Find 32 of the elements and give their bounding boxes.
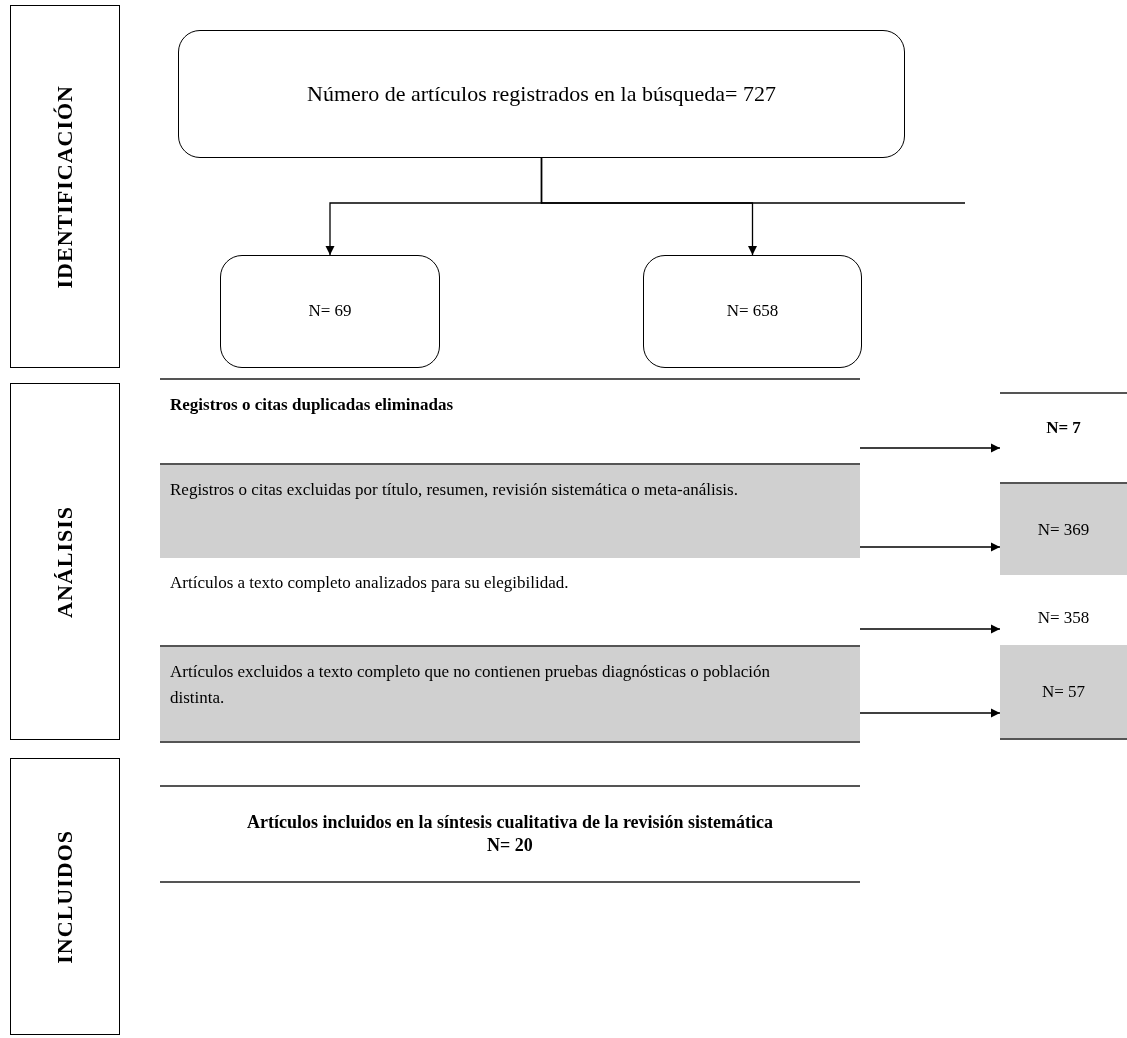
- result-text: Artículos incluidos en la síntesis cualitativa de la revisión sistemática: [246, 810, 774, 834]
- arrow: [859, 624, 1001, 634]
- result-box: [160, 785, 860, 883]
- box-text: Número de artículos registrados en la búsqueda= 727: [307, 79, 776, 108]
- arrow: [859, 443, 1001, 453]
- count-box: [1000, 482, 1127, 575]
- process-box: [220, 255, 440, 368]
- step-row: [160, 645, 860, 743]
- step-text: Artículos excluidos a texto completo que no contienen pruebas diagnósticas o población distinta.: [170, 661, 772, 710]
- count-text: N= 358: [1037, 607, 1090, 628]
- process-box: [643, 255, 862, 368]
- count-text: N= 7: [1046, 418, 1081, 438]
- box-text: N= 658: [726, 300, 779, 323]
- arrow: [859, 708, 1001, 718]
- count-text: N= 57: [1041, 681, 1086, 702]
- process-box: [178, 30, 905, 158]
- box-text: N= 69: [308, 300, 352, 323]
- stage-label: INCLUIDOS: [52, 829, 78, 964]
- step-text: Registros o citas duplicadas eliminadas: [170, 394, 454, 416]
- count-box: [1000, 645, 1127, 740]
- stage-label: IDENTIFICACIÓN: [52, 84, 78, 289]
- count-text: N= 369: [1037, 519, 1090, 540]
- step-row: [160, 463, 860, 558]
- stage-label: ANÁLISIS: [52, 505, 78, 618]
- step-text: Registros o citas excluidas por título, resumen, revisión sistemática o meta-análisis.: [170, 479, 738, 501]
- stage-box: [10, 758, 120, 1035]
- result-text: N= 20: [487, 834, 533, 857]
- step-text: Artículos a texto completo analizados para su elegibilidad.: [170, 572, 569, 594]
- arrow: [859, 542, 1001, 552]
- stage-box: [10, 5, 120, 368]
- connector-line: [540, 157, 966, 204]
- stage-box: [10, 383, 120, 740]
